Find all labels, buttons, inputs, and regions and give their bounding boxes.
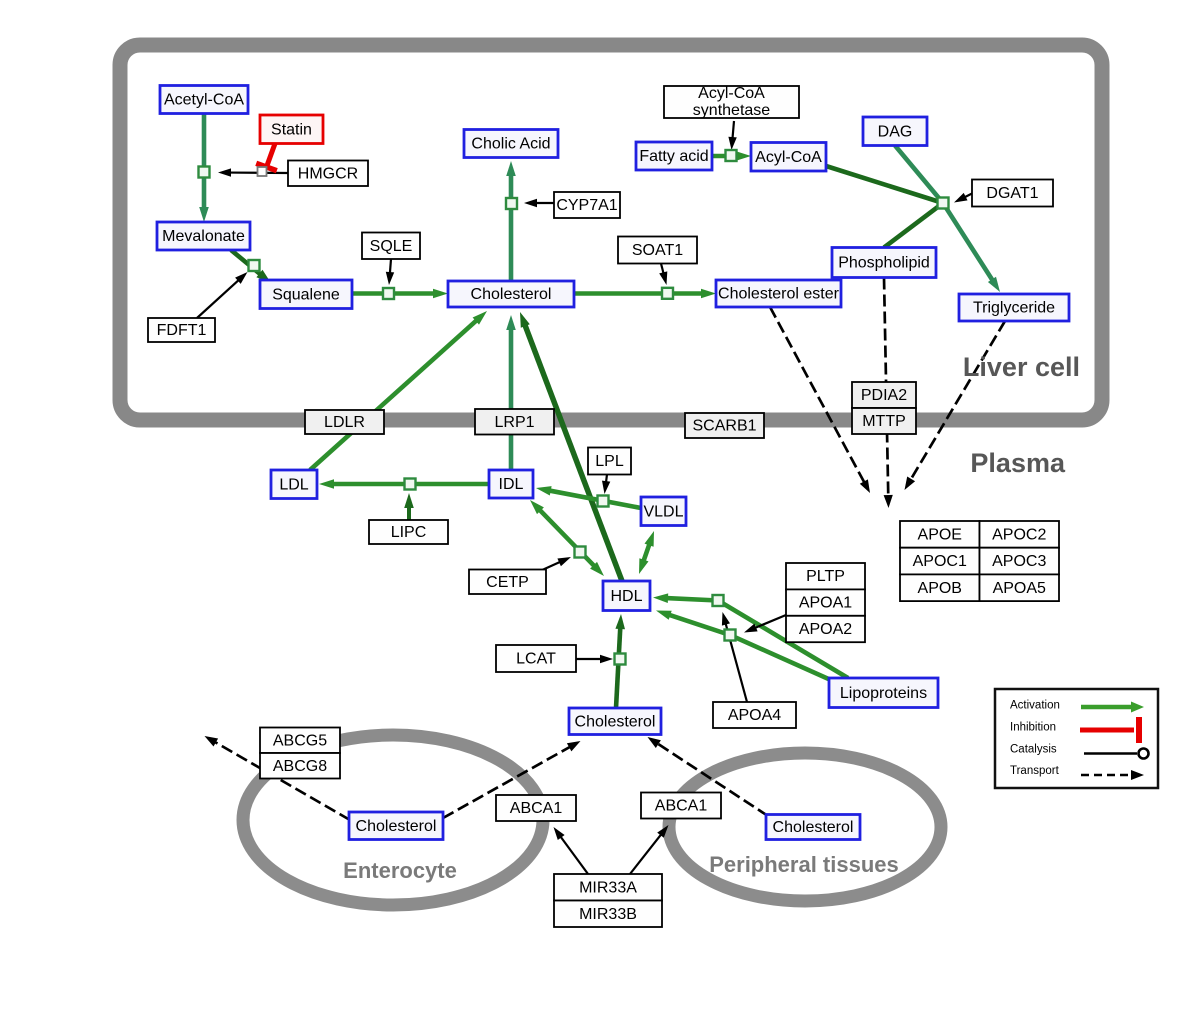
svg-text:Cholesterol: Cholesterol (773, 819, 854, 836)
svg-text:APOA1: APOA1 (799, 595, 852, 612)
svg-text:APOA4: APOA4 (728, 707, 781, 724)
svg-text:HDL: HDL (610, 588, 642, 605)
svg-text:LDLR: LDLR (324, 414, 365, 431)
svg-text:APOA2: APOA2 (799, 621, 852, 638)
svg-text:synthetase: synthetase (693, 102, 770, 119)
svg-text:LIPC: LIPC (391, 524, 427, 541)
svg-text:FDFT1: FDFT1 (157, 322, 207, 339)
svg-text:Cholesterol: Cholesterol (471, 286, 552, 303)
svg-text:ABCG5: ABCG5 (273, 732, 327, 749)
svg-text:APOC2: APOC2 (992, 526, 1046, 543)
svg-text:Catalysis: Catalysis (1010, 744, 1057, 756)
svg-text:MIR33B: MIR33B (579, 906, 637, 923)
svg-text:IDL: IDL (499, 476, 524, 493)
svg-text:Acyl-CoA: Acyl-CoA (755, 149, 822, 166)
svg-text:CETP: CETP (486, 574, 529, 591)
svg-text:Acyl-CoA: Acyl-CoA (698, 85, 765, 102)
svg-text:Cholesterol: Cholesterol (575, 713, 656, 730)
svg-text:Lipoproteins: Lipoproteins (840, 685, 927, 702)
svg-text:Cholesterol ester: Cholesterol ester (718, 286, 840, 303)
svg-text:APOC3: APOC3 (992, 553, 1046, 570)
svg-text:Enterocyte: Enterocyte (343, 858, 457, 883)
svg-text:Squalene: Squalene (272, 286, 340, 303)
svg-text:ABCA1: ABCA1 (510, 800, 563, 817)
svg-text:Cholesterol: Cholesterol (356, 818, 437, 835)
svg-text:Triglyceride: Triglyceride (973, 300, 1055, 317)
svg-text:APOB: APOB (918, 580, 962, 597)
svg-text:Mevalonate: Mevalonate (162, 228, 245, 245)
svg-text:APOA5: APOA5 (993, 580, 1046, 597)
svg-text:CYP7A1: CYP7A1 (556, 197, 617, 214)
svg-text:MTTP: MTTP (862, 413, 906, 430)
svg-text:Inhibition: Inhibition (1010, 722, 1056, 734)
svg-text:LDL: LDL (279, 476, 308, 493)
svg-text:ABCG8: ABCG8 (273, 758, 327, 775)
svg-text:SQLE: SQLE (370, 238, 413, 255)
svg-text:Peripheral tissues: Peripheral tissues (709, 852, 899, 877)
svg-text:HMGCR: HMGCR (298, 165, 358, 182)
svg-text:Fatty acid: Fatty acid (639, 148, 708, 165)
svg-text:PDIA2: PDIA2 (861, 387, 907, 404)
svg-text:Transport: Transport (1010, 765, 1060, 777)
svg-text:VLDL: VLDL (643, 503, 683, 520)
svg-text:PLTP: PLTP (806, 568, 845, 585)
svg-text:Acetyl-CoA: Acetyl-CoA (164, 92, 244, 109)
svg-text:LCAT: LCAT (516, 651, 556, 668)
svg-text:Plasma: Plasma (970, 448, 1066, 478)
svg-text:LRP1: LRP1 (494, 414, 534, 431)
svg-text:ABCA1: ABCA1 (655, 798, 708, 815)
svg-text:Activation: Activation (1010, 700, 1060, 712)
svg-text:DGAT1: DGAT1 (986, 185, 1038, 202)
svg-text:MIR33A: MIR33A (579, 879, 637, 896)
svg-text:SOAT1: SOAT1 (632, 242, 683, 259)
svg-text:DAG: DAG (878, 123, 913, 140)
svg-text:Statin: Statin (271, 121, 312, 138)
svg-text:Liver cell: Liver cell (963, 352, 1080, 382)
svg-text:SCARB1: SCARB1 (692, 418, 756, 435)
svg-text:LPL: LPL (595, 453, 624, 470)
svg-text:Phospholipid: Phospholipid (838, 255, 930, 272)
svg-text:APOE: APOE (918, 526, 962, 543)
svg-text:Cholic Acid: Cholic Acid (471, 136, 550, 153)
svg-text:APOC1: APOC1 (913, 553, 967, 570)
